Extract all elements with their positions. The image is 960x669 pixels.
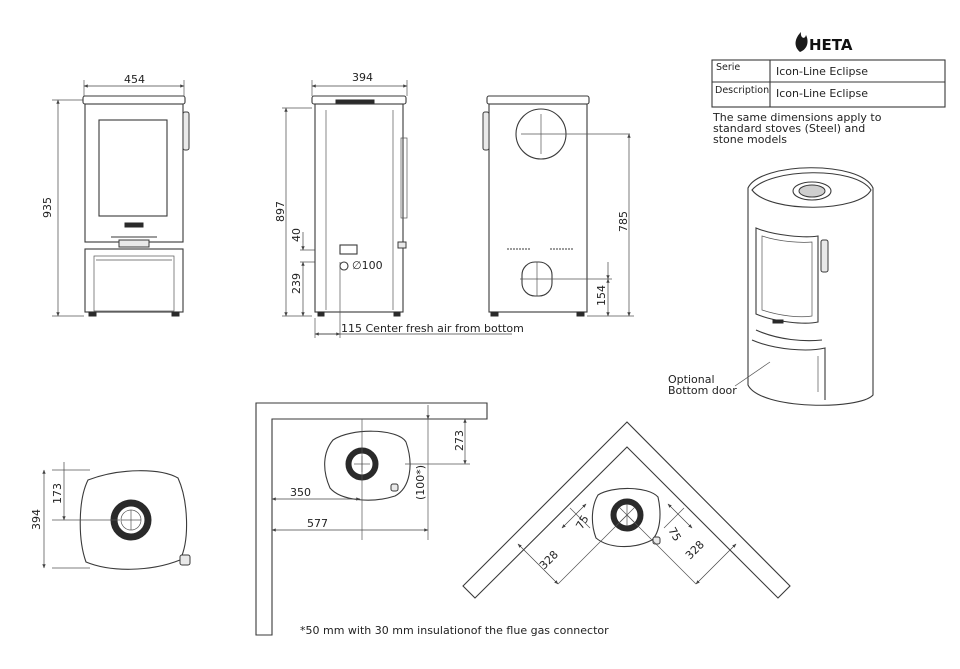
front-height-label: 935: [41, 197, 54, 218]
info-description-label: Description: [715, 85, 769, 96]
side-239-label: 239: [290, 273, 303, 294]
wall-350-label: 350: [290, 486, 311, 499]
dimension-note: The same dimensions apply to standard st…: [712, 111, 882, 146]
perspective-view: Optional Bottom door: [668, 167, 874, 406]
info-serie-label: Serie: [716, 62, 740, 73]
top-394-label: 394: [30, 509, 43, 530]
corner-installation-view: 75 75 328 328: [462, 421, 791, 599]
stove-perspective-door: [755, 227, 819, 324]
optional-label: Optional: [668, 373, 715, 386]
note-line-1: The same dimensions apply to: [712, 111, 882, 124]
side-air-inlet-circle: [339, 261, 349, 271]
corner-75-left-label: 75: [573, 513, 591, 532]
wall-corner: [255, 402, 488, 636]
corner-328-left-label: 328: [537, 548, 561, 572]
back-785-label: 785: [617, 211, 630, 232]
wall-577-label: 577: [307, 517, 328, 530]
info-serie-value: Icon-Line Eclipse: [776, 65, 868, 78]
front-foot-right: [171, 311, 180, 317]
side-view: 394 897 40 239 ∅100 115 Center fresh air…: [274, 71, 524, 338]
back-view: 785 154: [482, 95, 634, 317]
front-glass-door: [98, 119, 168, 217]
wall-installation-view: 350 577 273 (100*): [255, 402, 488, 636]
corner-75-right-label: 75: [665, 525, 683, 544]
front-foot-left: [88, 311, 97, 317]
bottom-door-label: Bottom door: [668, 384, 737, 397]
flame-icon: [795, 32, 808, 52]
top-173-label: 173: [51, 483, 64, 504]
front-width-label: 454: [124, 73, 145, 86]
side-height-label: 897: [274, 201, 287, 222]
note-line-2: standard stoves (Steel) and: [713, 122, 865, 135]
front-door-handle: [182, 111, 190, 151]
info-table: Serie Icon-Line Eclipse Description Icon…: [711, 59, 946, 108]
wall-273-label: 273: [453, 430, 466, 451]
top-view: 394 173: [30, 462, 191, 570]
fresh-air-label: 115 Center fresh air from bottom: [341, 322, 524, 335]
side-width-label: 394: [352, 71, 373, 84]
footnote: *50 mm with 30 mm insulationof the flue …: [300, 624, 609, 637]
side-40-label: 40: [290, 228, 303, 242]
front-view: 454 935: [41, 73, 190, 317]
back-handle: [482, 111, 490, 151]
side-diameter-label: ∅100: [352, 259, 383, 272]
corner-328-right-label: 328: [683, 538, 707, 562]
front-top-plate: [82, 95, 186, 105]
back-154-label: 154: [595, 285, 608, 306]
info-description-value: Icon-Line Eclipse: [776, 87, 868, 100]
note-line-3: stone models: [713, 133, 787, 146]
front-logo-plate: [124, 222, 144, 228]
heta-logo: HETA: [795, 32, 853, 54]
brand-name: HETA: [809, 36, 853, 54]
side-body: [314, 103, 404, 313]
side-air-inlet: [339, 244, 358, 255]
wall-100-label: (100*): [414, 465, 427, 500]
corner-walls: [462, 421, 791, 599]
front-air-control: [118, 239, 150, 248]
